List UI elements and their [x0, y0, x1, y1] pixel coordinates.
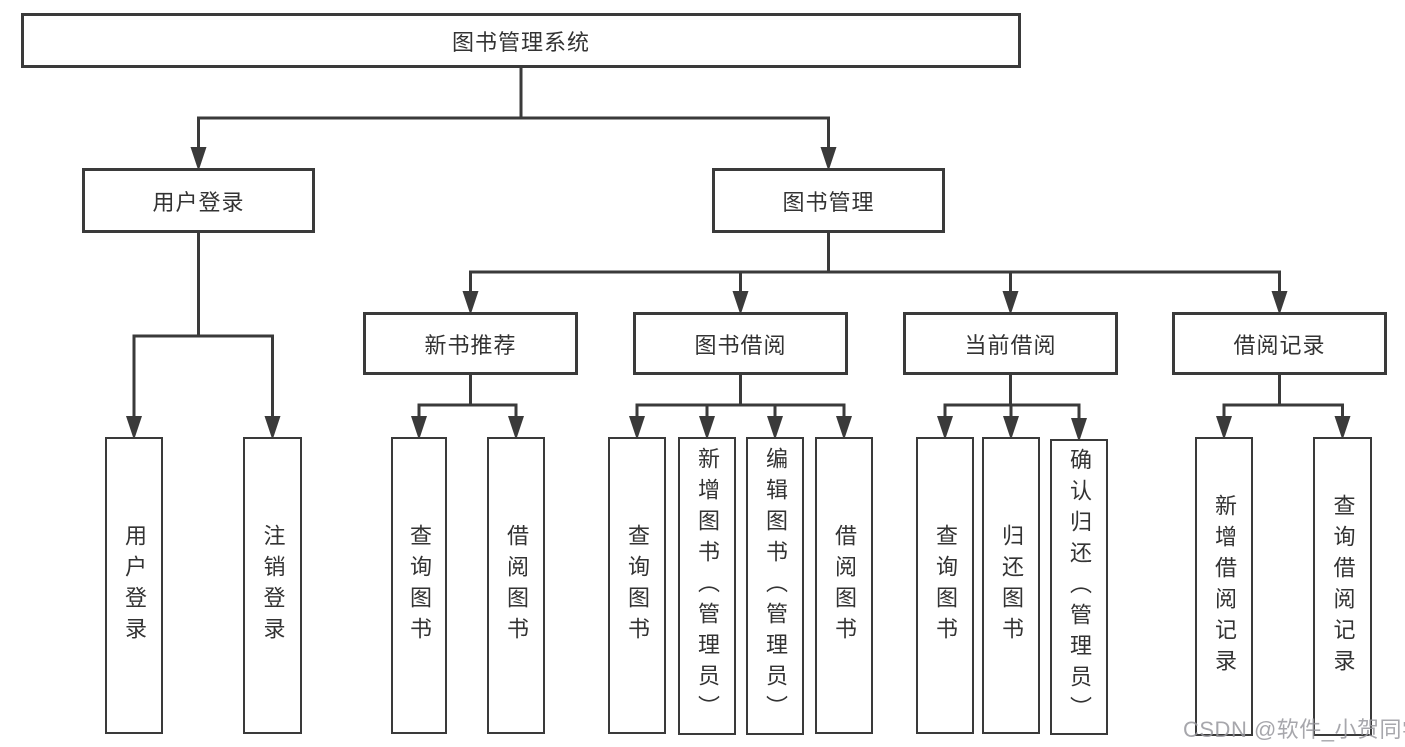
node-bb-edit: 编辑图书（管理员）: [746, 437, 804, 735]
node-book-mgmt: 图书管理: [712, 168, 945, 233]
node-bb-add: 新增图书（管理员）: [678, 437, 736, 735]
node-user-login: 用户登录: [82, 168, 315, 233]
node-nb-query: 查询图书: [391, 437, 447, 734]
node-bb-query: 查询图书: [608, 437, 666, 734]
node-v-logout: 注销登录: [243, 437, 302, 734]
node-nb-borrow: 借阅图书: [487, 437, 545, 734]
node-borrow-records: 借阅记录: [1172, 312, 1387, 375]
node-book-borrow: 图书借阅: [633, 312, 848, 375]
node-br-query: 查询借阅记录: [1313, 437, 1372, 736]
node-cb-return: 归还图书: [982, 437, 1040, 734]
watermark: CSDN @软件_小贺同学: [1183, 717, 1405, 742]
node-cb-query: 查询图书: [916, 437, 974, 734]
node-new-books: 新书推荐: [363, 312, 578, 375]
node-v-user-login: 用户登录: [105, 437, 163, 734]
node-root: 图书管理系统: [21, 13, 1021, 68]
node-current-borrow: 当前借阅: [903, 312, 1118, 375]
node-br-add: 新增借阅记录: [1195, 437, 1253, 736]
node-bb-borrow: 借阅图书: [815, 437, 873, 734]
node-cb-confirm: 确认归还（管理员）: [1050, 439, 1108, 735]
